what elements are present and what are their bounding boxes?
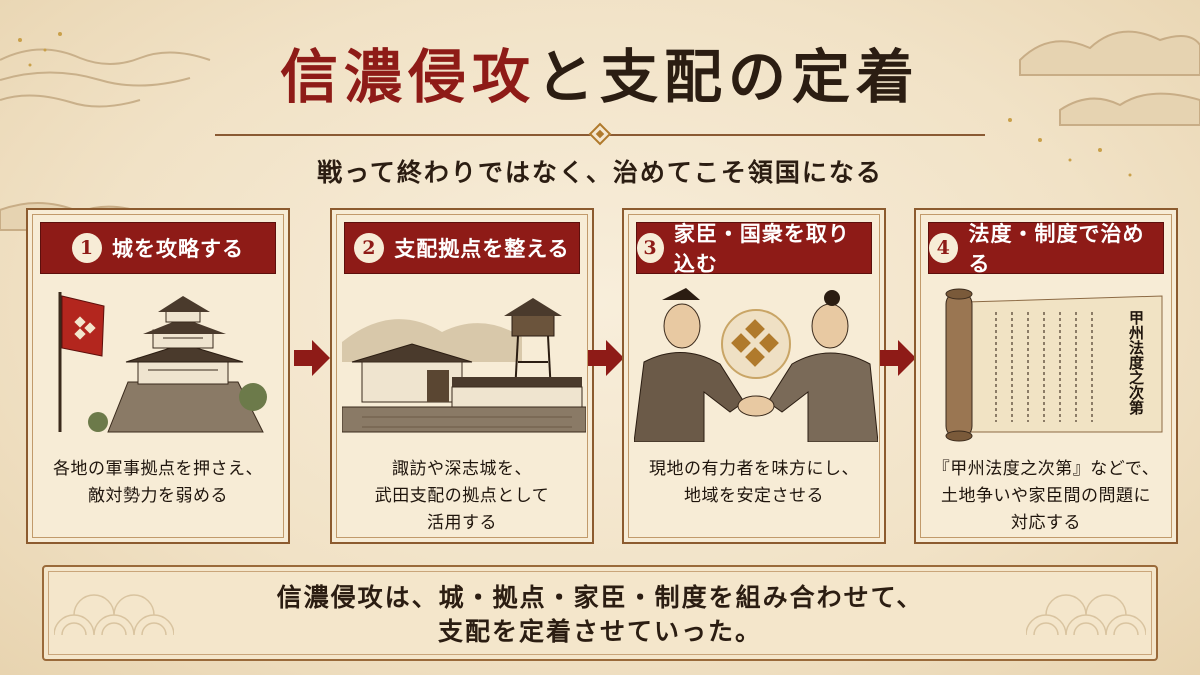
step-desc-4: 『甲州法度之次第』などで、 土地争いや家臣間の問題に 対応する [926, 456, 1166, 537]
scroll-illustration-icon: 甲州法度之次第 [945, 288, 1163, 442]
step-desc-line: 各地の軍事拠点を押さえ、 [53, 459, 263, 479]
title-highlight: 信濃侵攻 [279, 43, 536, 111]
summary-line-2: 支配を定着させていった。 [437, 617, 762, 646]
castle-illustration-icon [58, 292, 267, 433]
step-card-4: 4 法度・制度で治める 甲州法度之次第 『甲州法度之次第』などで、 土地争いや家… [914, 208, 1178, 544]
step-desc-line: 武田支配の拠点として [374, 486, 550, 506]
summary-box: 信濃侵攻は、城・拠点・家臣・制度を組み合わせて、 支配を定着させていった。 [42, 565, 1158, 661]
step-heading-3: 家臣・国衆を取り込む [673, 221, 850, 276]
step-header-4: 4 法度・制度で治める [928, 221, 1164, 276]
step-number-2: 2 [354, 233, 385, 263]
step-card-1: 1 城を攻略する 各地の軍事拠点を押さえ、 敵対勢力を弱める [26, 208, 290, 544]
subtitle: 戦って終わりではなく、治めてこそ領国になる [317, 158, 883, 187]
handshake-illustration-icon [634, 288, 878, 442]
step-heading-2: 支配拠点を整える [394, 236, 570, 261]
step-number-4: 4 [929, 233, 959, 263]
step-desc-1: 各地の軍事拠点を押さえ、 敵対勢力を弱める [38, 456, 278, 510]
step-desc-3: 現地の有力者を味方にし、 地域を安定させる [634, 456, 874, 510]
step-number-1: 1 [72, 233, 102, 263]
arrow-right-icon [294, 340, 330, 376]
step-heading-1: 城を攻略する [112, 236, 244, 261]
step-desc-line: 『甲州法度之次第』などで、 [932, 459, 1160, 479]
step-heading-4: 法度・制度で治める [968, 221, 1145, 276]
step-card-3: 3 家臣・国衆を取り込む 現地の有力者を味方にし、 地域を安定させる [622, 208, 886, 544]
step-desc-line: 地域を安定させる [684, 486, 824, 506]
page-title: 信濃侵攻と支配の定着 [0, 30, 1200, 114]
step-header-3: 3 家臣・国衆を取り込む [636, 221, 872, 276]
wave-pattern-right-icon [1026, 594, 1146, 636]
cloud-decoration-left [0, 32, 211, 108]
title-rest: と支配の定着 [536, 43, 921, 111]
step-desc-line: 土地争いや家臣間の問題に [941, 486, 1151, 506]
step-card-2: 2 支配拠点を整える 諏訪や深志城を、 武田支配の拠点として 活用する [330, 208, 594, 544]
scroll-title: 甲州法度之次第 [1127, 310, 1145, 416]
wave-pattern-left-icon [54, 594, 174, 636]
cloud-decoration-right [1008, 30, 1200, 177]
divider-diamond-icon [588, 122, 612, 146]
summary-line-1: 信濃侵攻は、城・拠点・家臣・制度を組み合わせて、 [276, 583, 924, 612]
step-desc-2: 諏訪や深志城を、 武田支配の拠点として 活用する [342, 456, 582, 537]
step-header-2: 2 支配拠点を整える [344, 222, 580, 274]
summary-text: 信濃侵攻は、城・拠点・家臣・制度を組み合わせて、 支配を定着させていった。 [44, 581, 1156, 649]
step-desc-line: 活用する [427, 513, 497, 533]
arrow-right-icon [880, 340, 916, 376]
step-header-1: 1 城を攻略する [40, 222, 276, 274]
step-desc-line: 対応する [1011, 513, 1081, 533]
step-number-3: 3 [637, 233, 664, 263]
step-desc-line: 現地の有力者を味方にし、 [649, 459, 859, 479]
step-desc-line: 諏訪や深志城を、 [392, 459, 532, 479]
arrow-right-icon [588, 340, 624, 376]
step-desc-line: 敵対勢力を弱める [88, 486, 228, 506]
fortress-illustration-icon [342, 298, 586, 433]
